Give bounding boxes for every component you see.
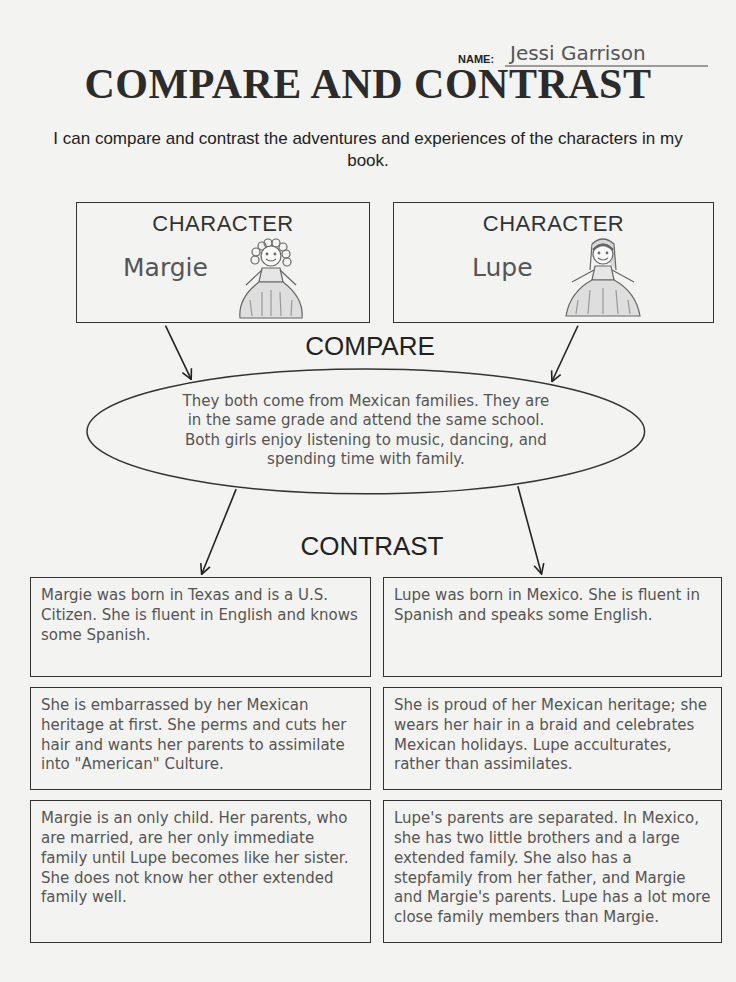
body-text: Lupe's parents are separated. In Mexico,… [394,809,711,928]
box-heading: CHARACTER [77,203,369,237]
girl-drawing [566,239,640,316]
box-heading: CHARACTER [394,203,713,237]
contrast-box: Lupe's parents are separated. In Mexico,… [383,800,722,943]
body-text: She is embarrassed by her Mexican herita… [41,696,360,775]
girl-drawing [240,239,302,318]
body-text: They both come from Mexican families. Th… [176,392,556,470]
compare-ellipse: They both come from Mexican families. Th… [86,368,646,495]
arrow-connector [518,486,542,574]
character-box: CHARACTER Margie [76,202,370,323]
ellipse-outline [87,369,645,494]
name-field-label: NAME: [458,52,508,66]
contrast-box: She is embarrassed by her Mexican herita… [30,687,371,790]
character-name: Lupe [394,253,713,282]
arrow-connector [552,326,578,382]
contrast-box: She is proud of her Mexican heritage; sh… [383,687,722,790]
body-text: Lupe was born in Mexico. She is fluent i… [394,586,711,626]
body-text: Margie was born in Texas and is a U.S. C… [41,586,360,645]
page-title: COMPARE AND CONTRAST [0,60,736,108]
learning-goal: I can compare and contrast the adventure… [40,128,696,172]
section-heading: COMPARE [270,330,470,364]
arrow-connector [165,326,191,380]
body-text: Margie is an only child. Her parents, wh… [41,809,360,908]
student-name: Jessi Garrison [510,40,706,66]
contrast-box: Lupe was born in Mexico. She is fluent i… [383,577,722,677]
character-name: Margie [77,253,369,282]
arrow-connector [202,489,237,574]
contrast-box: Margie was born in Texas and is a U.S. C… [30,577,371,677]
contrast-box: Margie is an only child. Her parents, wh… [30,800,371,943]
section-heading: CONTRAST [272,530,472,564]
body-text: She is proud of her Mexican heritage; sh… [394,696,711,775]
character-box: CHARACTER Lupe [393,202,714,323]
